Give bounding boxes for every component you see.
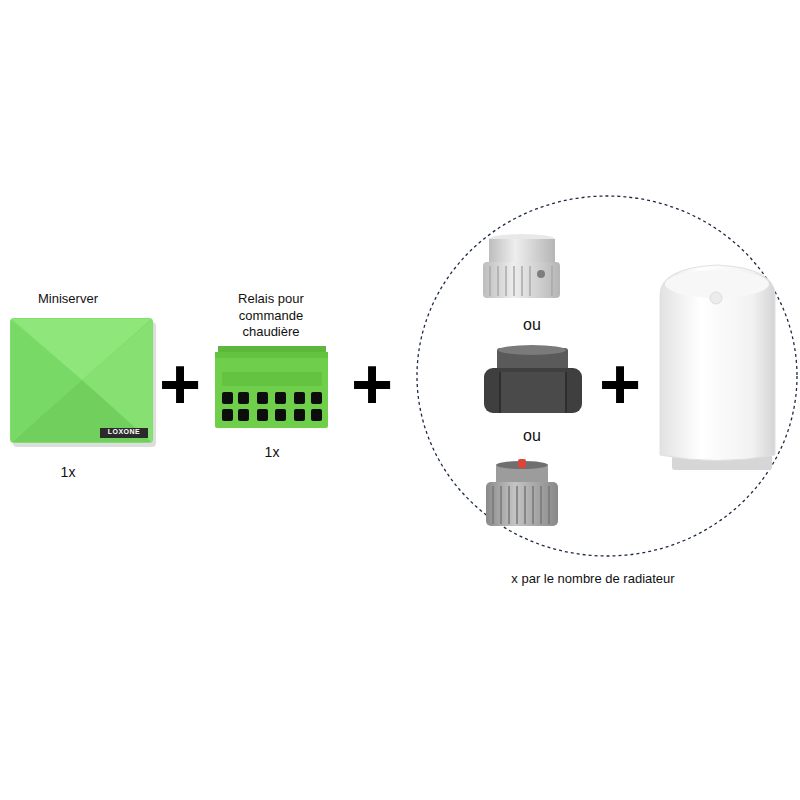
quantity: 1x bbox=[265, 444, 280, 461]
alternative-word: ou bbox=[523, 315, 541, 334]
valve-adapter bbox=[486, 459, 558, 526]
relay-box: Relais pour commande chaudière1x bbox=[215, 347, 328, 428]
plus-sign: + bbox=[159, 348, 201, 420]
plus-sign: + bbox=[599, 348, 641, 420]
relay-illustration bbox=[215, 346, 328, 428]
group-outline bbox=[417, 196, 797, 556]
miniserver-illustration bbox=[10, 318, 156, 447]
alternative-word: ou bbox=[523, 426, 541, 445]
quantity-note: x par le nombre de radiateur bbox=[511, 571, 674, 587]
product-name: Relais pour commande chaudière bbox=[229, 291, 313, 341]
brand-mark: LOXONE bbox=[108, 428, 141, 436]
miniserver-box: MiniserverLOXONE1x bbox=[10, 318, 153, 443]
quantity: 1x bbox=[61, 464, 76, 481]
product-name: Miniserver bbox=[38, 291, 98, 307]
valve-adapter bbox=[484, 345, 582, 413]
plus-sign: + bbox=[351, 348, 393, 420]
valve-adapter bbox=[483, 234, 560, 298]
thermostatic-actuator bbox=[660, 265, 775, 470]
